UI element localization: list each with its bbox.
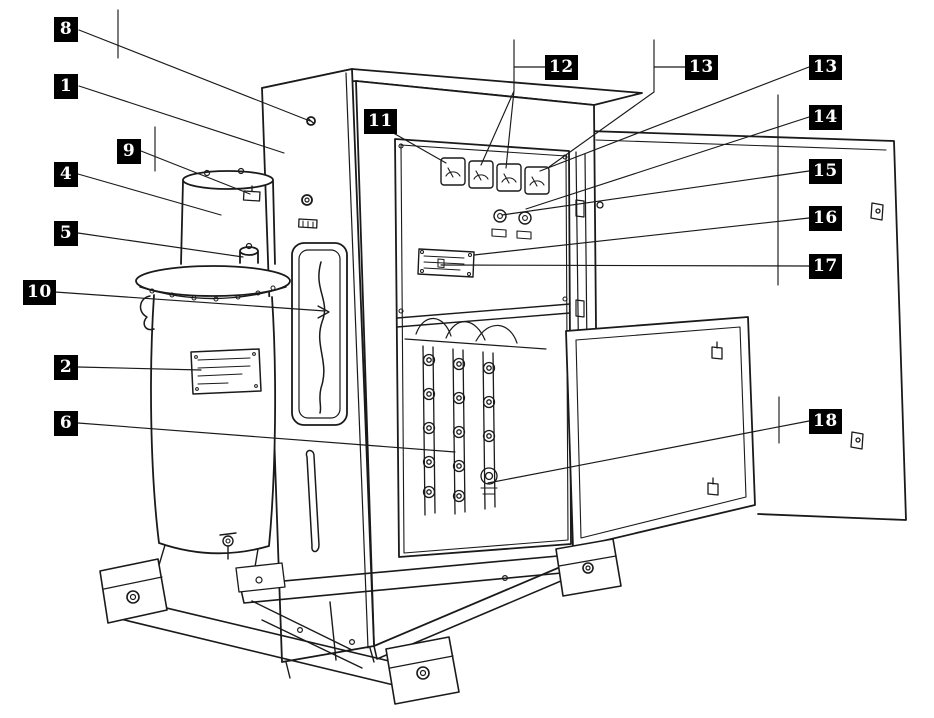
control-panel (398, 143, 568, 314)
leader-10 (54, 291, 326, 312)
leader-6 (77, 422, 456, 453)
vent-fitting (242, 185, 261, 202)
data-plate (417, 248, 475, 278)
leader-2 (77, 366, 202, 371)
callout-5: 5 (54, 221, 78, 246)
bushing-insulator (480, 467, 498, 495)
leader-15 (501, 170, 810, 216)
leader-14 (525, 116, 810, 210)
leader-lines (54, 9, 810, 484)
callout-10: 10 (23, 280, 56, 305)
door-handle (305, 449, 320, 553)
base-skid (99, 538, 622, 705)
gauge-2 (468, 160, 494, 189)
leader-8 (78, 29, 311, 122)
wire (445, 321, 486, 341)
gauge-4 (524, 166, 550, 195)
tank-nameplate (190, 348, 262, 395)
tank-lid-flange (135, 265, 291, 297)
door-latch-icon (711, 346, 723, 360)
callout-1: 1 (54, 74, 78, 99)
open-door (565, 316, 756, 549)
top-screw (306, 116, 316, 126)
callout-9: 9 (117, 139, 141, 164)
callout-16: 16 (809, 206, 842, 231)
callout-18: 18 (809, 409, 842, 434)
leader-13a (548, 39, 686, 168)
callout-17: 17 (809, 254, 842, 279)
callout-11: 11 (364, 109, 397, 134)
callout-2: 2 (54, 355, 78, 380)
door-latch-icon (870, 202, 884, 221)
cabinet-front-details (291, 116, 348, 553)
wire (415, 317, 452, 337)
door-latch-icon (850, 431, 864, 450)
callout-4: 4 (54, 162, 78, 187)
recessed-window (291, 242, 348, 426)
leader-18 (487, 396, 810, 484)
leader-11 (387, 129, 447, 164)
wire (475, 324, 518, 344)
callout-13a: 13 (685, 55, 718, 80)
transformer-tank (135, 167, 291, 560)
leader-16 (473, 217, 810, 256)
leader-5 (77, 232, 244, 258)
indicator-light-1 (491, 209, 507, 238)
callout-6: 6 (54, 411, 78, 436)
mounting-foot-right (555, 538, 622, 597)
callout-12: 12 (545, 55, 578, 80)
leader-12 (480, 39, 546, 169)
cabinet-body (261, 68, 643, 663)
leader-1 (78, 85, 285, 154)
mounting-foot-left (99, 558, 168, 624)
callout-13b: 13 (809, 55, 842, 80)
leader-13b (539, 66, 810, 172)
hinge-icon (575, 199, 585, 318)
callout-14: 14 (809, 105, 842, 130)
leader-17 (440, 264, 810, 267)
gauge-1 (440, 157, 466, 186)
lifting-hook (139, 295, 155, 331)
drain-valve (219, 532, 237, 560)
terminal-compartment (404, 317, 547, 516)
terminal-studs (422, 353, 496, 503)
mounting-foot-center (385, 636, 460, 705)
internal-lever (318, 261, 326, 414)
callout-8: 8 (54, 17, 78, 42)
filler-cap (239, 242, 259, 264)
gauge-3 (496, 163, 522, 192)
door-latch-icon (707, 482, 719, 496)
leader-9 (140, 126, 251, 195)
leader-4 (77, 173, 222, 216)
callout-15: 15 (809, 159, 842, 184)
